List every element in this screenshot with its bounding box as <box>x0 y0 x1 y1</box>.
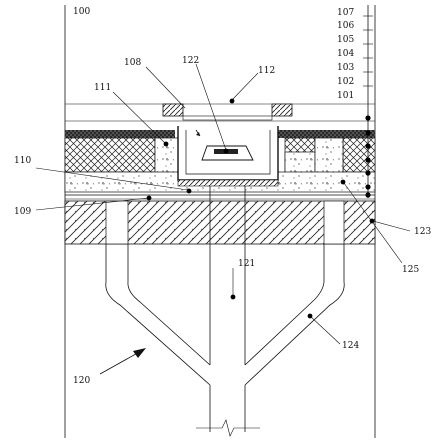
callout-104: 104 <box>337 49 354 59</box>
layer-marker-dots <box>365 115 371 198</box>
cover-frame-right <box>271 103 293 117</box>
callout-103: 103 <box>337 63 354 73</box>
drain-inner-wall <box>185 130 271 175</box>
branch-right-outer <box>244 281 345 386</box>
insulation-layer-left <box>64 137 156 173</box>
drain-base <box>177 179 279 187</box>
callout-124: 124 <box>342 341 359 351</box>
callout-101: 101 <box>337 91 354 101</box>
callout-102: 102 <box>337 77 354 87</box>
callout-111: 111 <box>94 83 111 93</box>
callout-106: 106 <box>337 21 354 31</box>
callout-105: 105 <box>337 35 354 45</box>
flow-arrow-head <box>196 132 200 136</box>
callout-122: 122 <box>182 56 199 66</box>
callout-120: 120 <box>73 376 90 386</box>
callout-123: 123 <box>414 227 431 237</box>
callout-108: 108 <box>124 58 141 68</box>
break-line <box>196 419 260 437</box>
branch-left-inner <box>127 281 211 366</box>
callout-121: 121 <box>238 259 255 269</box>
slab-opening-left <box>105 200 129 245</box>
figure-number-label: 100 <box>73 7 90 17</box>
leader-lines <box>35 63 411 345</box>
cover-frame-left <box>162 103 184 117</box>
membrane-layer-right <box>277 130 375 138</box>
branch-left-outer <box>105 281 211 386</box>
callout-112: 112 <box>258 66 275 76</box>
callout-109: 109 <box>14 207 31 217</box>
callout-125: 125 <box>402 265 419 275</box>
branch-right-inner <box>244 281 325 366</box>
slab-opening-right <box>323 200 345 245</box>
layer-tick-marks <box>363 15 373 87</box>
membrane-layer-left <box>65 130 175 138</box>
cover-rim <box>182 115 273 121</box>
insulation-layer-right-b <box>342 137 376 173</box>
assembly-arrow-head <box>133 348 146 358</box>
callout-107: 107 <box>337 8 354 18</box>
callout-110: 110 <box>14 156 31 166</box>
